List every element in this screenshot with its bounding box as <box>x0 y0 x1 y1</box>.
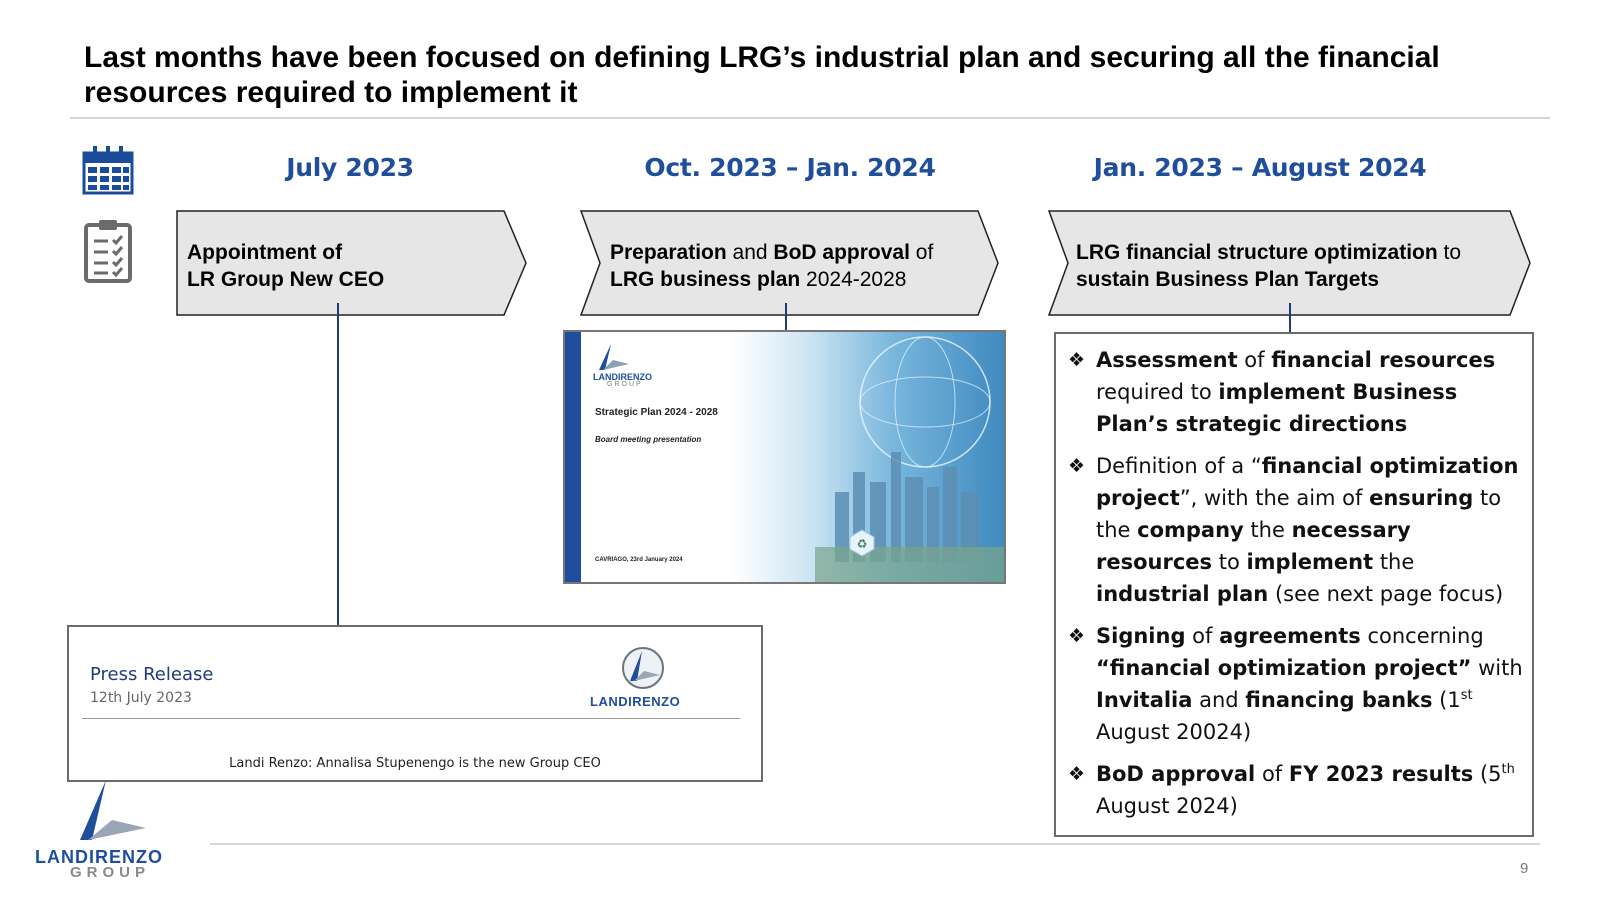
timeline-date-1: July 2023 <box>286 153 414 182</box>
chevron-shape-3 <box>1048 210 1531 316</box>
timeline-date-3: Jan. 2023 – August 2024 <box>1093 153 1427 182</box>
footer-logo-sub: GROUP <box>70 864 151 881</box>
cover-side-bar <box>565 332 581 582</box>
connector-line-1 <box>337 303 339 639</box>
bullet-item: ❖Assessment of financial resources requi… <box>1068 344 1528 440</box>
checklist-icon <box>84 220 132 283</box>
calendar-icon <box>82 146 134 195</box>
diamond-bullet-icon: ❖ <box>1068 625 1086 647</box>
connector-line-3 <box>1289 303 1291 343</box>
diamond-bullet-icon: ❖ <box>1068 455 1086 477</box>
actions-bullet-list: ❖Assessment of financial resources requi… <box>1068 344 1528 832</box>
press-release-title: Press Release <box>90 664 214 685</box>
actions-panel <box>1054 332 1534 837</box>
bullet-item: ❖Signing of agreements concerning “finan… <box>1068 620 1528 748</box>
recycle-icon: ♻ <box>849 529 875 557</box>
press-release-date: 12th July 2023 <box>90 690 192 706</box>
footer-logo-text: LANDIRENZO <box>35 847 163 867</box>
footer-logo-mark <box>80 780 146 840</box>
chevron-shape-2 <box>580 210 999 316</box>
title-divider <box>70 117 1550 119</box>
bullet-item: ❖BoD approval of FY 2023 results (5th Au… <box>1068 758 1528 822</box>
cover-globe <box>815 336 1004 582</box>
chevron-shape-1 <box>176 210 527 316</box>
cover-subtitle: Board meeting presentation <box>595 435 702 444</box>
connector-line-2 <box>785 303 787 343</box>
svg-text:♻: ♻ <box>857 537 868 551</box>
footer-divider <box>210 843 1540 845</box>
slide-title: Last months have been focused on definin… <box>84 41 1440 109</box>
cover-logo-mark <box>599 344 629 370</box>
cover-logo-sub: GROUP <box>607 381 643 388</box>
press-release-logo-mark <box>622 647 664 689</box>
press-release-logo-text: LANDIRENZO <box>590 694 681 709</box>
diamond-bullet-icon: ❖ <box>1068 349 1086 371</box>
diamond-bullet-icon: ❖ <box>1068 763 1086 785</box>
strategic-plan-cover: ♻ LANDIRENZO GROUP Strategic Plan 2024 -… <box>563 330 1006 584</box>
cover-title: Strategic Plan 2024 - 2028 <box>595 407 718 418</box>
page-number: 9 <box>1520 860 1529 877</box>
press-release-headline: Landi Renzo: Annalisa Stupenengo is the … <box>229 756 601 771</box>
bullet-item: ❖Definition of a “financial optimization… <box>1068 450 1528 610</box>
press-release-divider <box>82 718 740 719</box>
cover-logo-text: LANDIRENZO <box>593 372 652 382</box>
cover-footer: CAVRIAGO, 23rd January 2024 <box>595 557 683 563</box>
timeline-date-2: Oct. 2023 – Jan. 2024 <box>644 153 936 182</box>
